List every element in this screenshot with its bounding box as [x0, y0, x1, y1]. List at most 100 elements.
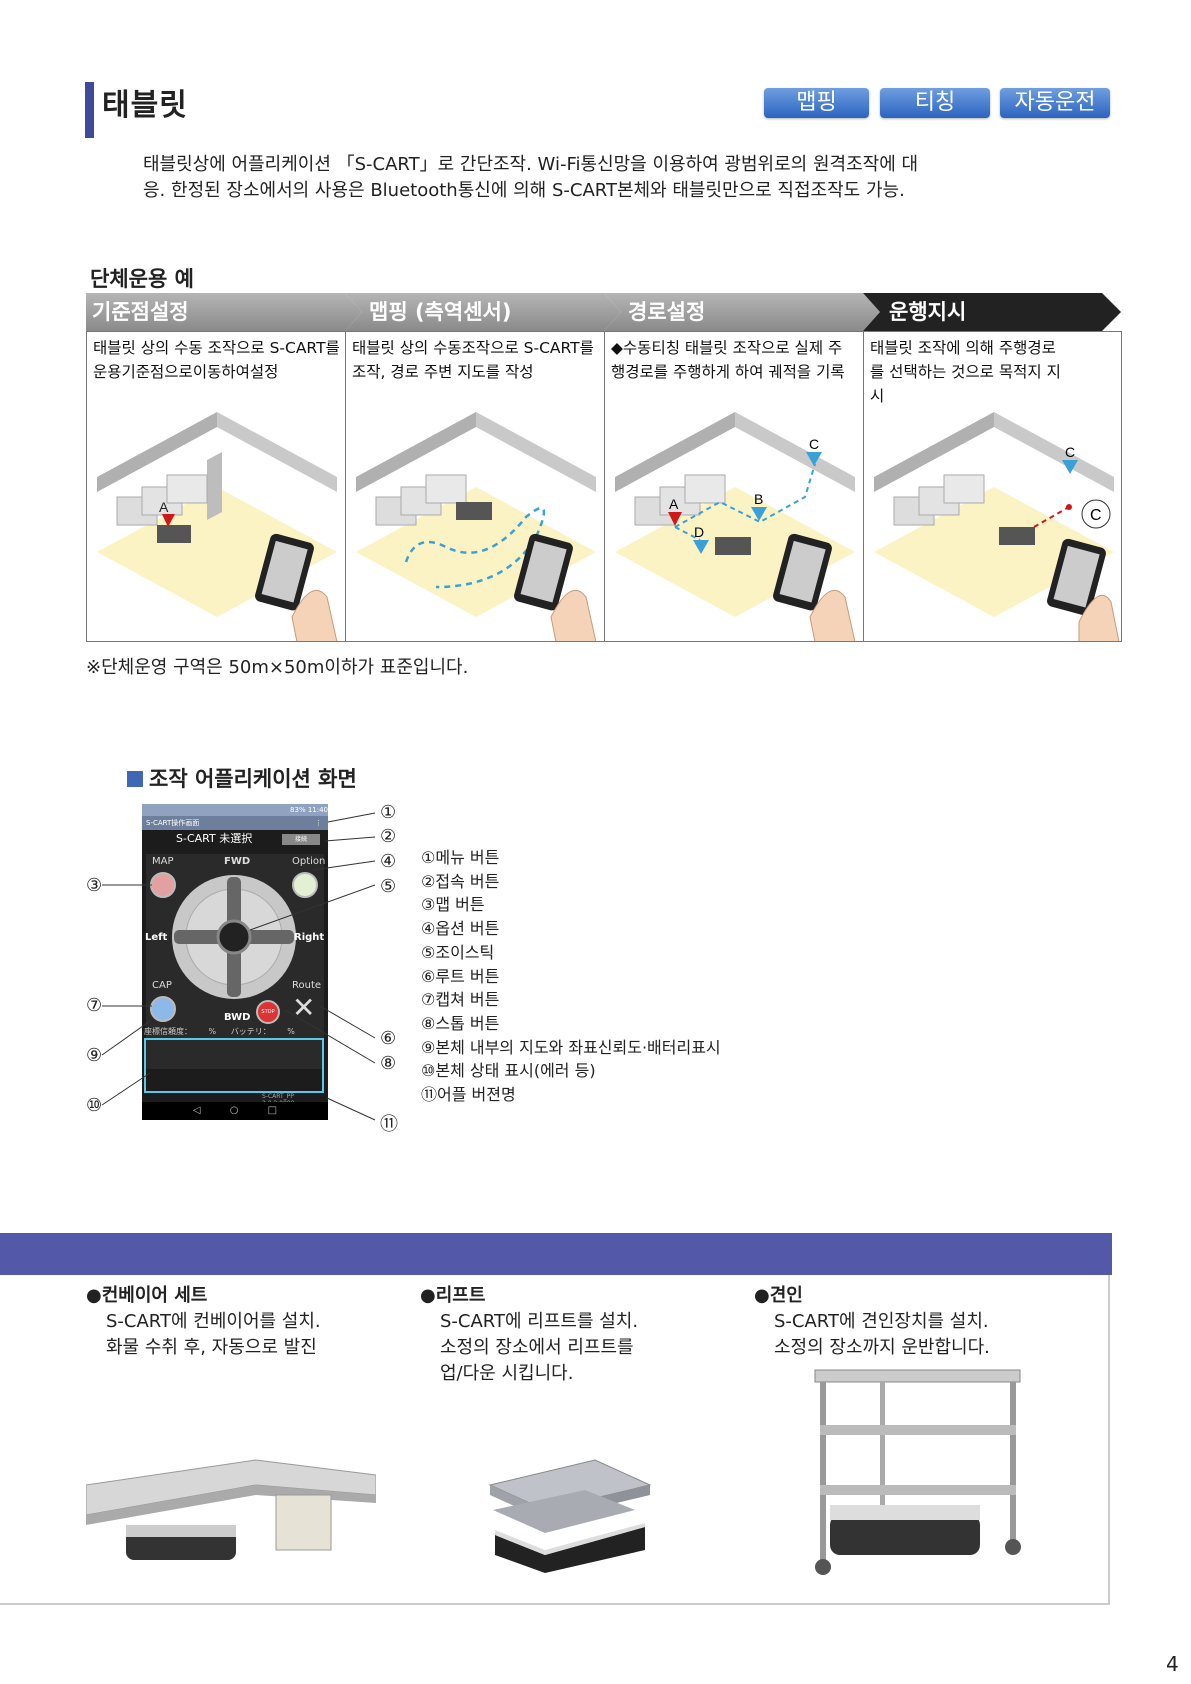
option-lift-line-2: 소정의 장소에서 리프트를: [440, 1337, 634, 1358]
step-label-3: 경로설정: [628, 300, 706, 324]
reliability-label: 座標信頼度：: [144, 1027, 192, 1036]
step-flow: 기준점설정 맵핑 (측역센서) 경로설정 운행지시: [86, 293, 1121, 331]
tag-mapping: 맵핑: [764, 88, 869, 118]
app-screenshot: 83% 11:40 S-CART操作画面⋮ S-CART 未選択 接続 MAP …: [142, 804, 328, 1120]
callout-6: ⑥: [380, 1028, 397, 1049]
callout-10: ⑩: [86, 1095, 103, 1116]
battery-pct: %: [287, 1027, 295, 1036]
legend-item: ①메뉴 버튼: [421, 848, 500, 867]
option-conveyor: ●컨베이어 세트 S-CART에 컨베이어를 설치. 화물 수취 후, 자동으로…: [86, 1283, 321, 1361]
option-conveyor-line-1: S-CART에 컨베이어를 설치.: [106, 1311, 321, 1332]
towing-cart-image: [814, 1369, 1021, 1575]
info-line: 座標信頼度： % バッテリ： %: [144, 1026, 326, 1037]
route-label-b: B: [754, 491, 763, 507]
step-desc-4: 태블릿 조작에 의해 주행경로 를 선택하는 것으로 목적지 지 시: [870, 336, 1117, 408]
step-desc-3: ◆수동티칭 태블릿 조작으로 실제 주 행경로를 주행하게 하여 궤적을 기록: [611, 336, 859, 384]
step-desc-2-line-2: 조작, 경로 주변 지도를 작성: [352, 363, 534, 381]
step-label-4: 운행지시: [889, 300, 967, 324]
recent-icon[interactable]: □: [267, 1105, 278, 1116]
step-arrow-1: [86, 293, 362, 331]
step-desc-3-line-1: ◆수동티칭 태블릿 조작으로 실제 주: [611, 339, 843, 357]
illustration-mapping: [356, 412, 597, 641]
callout-9: ⑨: [86, 1045, 103, 1066]
app-title: S-CART操作画面: [146, 819, 200, 827]
option-button[interactable]: [292, 872, 318, 898]
step-desc-1: 태블릿 상의 수동 조작으로 S-CART를 운용기준점으로이동하여설정: [93, 336, 341, 384]
cap-button[interactable]: [150, 996, 176, 1022]
intro-text: 태블릿상에 어플리케이션 「S-CART」로 간단조작. Wi-Fi통신망을 이…: [143, 152, 1003, 204]
step-panel-3: ◆수동티칭 태블릿 조작으로 실제 주 행경로를 주행하게 하여 궤적을 기록 …: [604, 331, 864, 642]
map-button[interactable]: [150, 872, 176, 898]
illustration-operation-command: C C: [874, 412, 1120, 641]
step-panel-4: 태블릿 조작에 의해 주행경로 를 선택하는 것으로 목적지 지 시 C C: [863, 331, 1122, 642]
left-label: Left: [145, 932, 168, 943]
status-display: [144, 1038, 324, 1093]
option-towing-line-1: S-CART에 견인장치를 설치.: [774, 1311, 989, 1332]
options-box: [0, 1275, 1110, 1605]
status-bar: 83% 11:40: [142, 804, 328, 816]
step-desc-4-line-2: 를 선택하는 것으로 목적지 지: [870, 363, 1061, 381]
step-panel-1: 태블릿 상의 수동 조작으로 S-CART를 운용기준점으로이동하여설정 A: [86, 331, 346, 642]
illustration-reference-point: A: [97, 412, 338, 641]
step-desc-2: 태블릿 상의 수동조작으로 S-CART를 조작, 경로 주변 지도를 작성: [352, 336, 600, 384]
option-lift-line-1: S-CART에 리프트를 설치.: [440, 1311, 639, 1332]
step-desc-1-line-2: 운용기준점으로이동하여설정: [93, 363, 279, 381]
legend-item: ⑩본체 상태 표시(에러 등): [421, 1061, 596, 1081]
section-square-icon: [127, 771, 143, 787]
marker-a-label: A: [159, 499, 169, 515]
app-heading-text: 조작 어플리케이션 화면: [149, 767, 357, 791]
lift-image: [488, 1459, 652, 1573]
marker-a: [162, 514, 175, 527]
battery-label: バッテリ：: [230, 1027, 271, 1036]
step-desc-1-line-1: 태블릿 상의 수동 조작으로 S-CART를: [93, 339, 340, 357]
operation-heading: 단체운용 예: [90, 267, 194, 291]
step-desc-4-line-1: 태블릿 조작에 의해 주행경로: [870, 339, 1056, 357]
cart-selection: S-CART 未選択: [176, 832, 253, 845]
joystick[interactable]: [169, 872, 299, 1002]
bwd-label: BWD: [224, 1012, 251, 1023]
cap-label: CAP: [152, 980, 172, 991]
legend-item: ⑥루트 버튼: [421, 966, 500, 986]
stop-button[interactable]: STOP: [256, 1000, 280, 1024]
option-towing: ●견인 S-CART에 견인장치를 설치. 소정의 장소까지 운반합니다.: [754, 1283, 990, 1361]
back-icon[interactable]: ◁: [192, 1105, 201, 1116]
legend-item: ③맵 버튼: [421, 895, 485, 915]
callout-2: ②: [380, 826, 397, 847]
callout-3: ③: [86, 875, 103, 896]
step-arrow-4: [863, 293, 1121, 331]
app-title-bar: S-CART操作画面 ⋮: [142, 816, 328, 830]
option-label: Option: [292, 856, 326, 867]
legend-item: ④옵션 버튼: [421, 919, 500, 939]
callout-5: ⑤: [380, 876, 397, 897]
step-label-1: 기준점설정: [92, 300, 189, 324]
illustration-route-setting: A B C D: [615, 412, 856, 641]
route-x-icon[interactable]: ✕: [292, 991, 316, 1024]
step-desc-2-line-1: 태블릿 상의 수동조작으로 S-CART를: [352, 339, 594, 357]
option-towing-title: ●견인: [754, 1285, 803, 1306]
legend-item: ⑦캡쳐 버튼: [421, 990, 500, 1010]
connect-button[interactable]: 接続: [282, 834, 320, 845]
operation-note: ※단체운영 구역은 50m×50m이하가 표준입니다.: [86, 657, 469, 678]
callout-1: ①: [380, 802, 397, 823]
options-band: [0, 1233, 1112, 1275]
reliability-pct: %: [208, 1027, 217, 1036]
menu-icon[interactable]: ⋮: [315, 819, 322, 827]
step-desc-3-line-2: 행경로를 주행하게 하여 궤적을 기록: [611, 363, 845, 381]
option-towing-line-2: 소정의 장소까지 운반합니다.: [774, 1337, 990, 1358]
app-legend: ①메뉴 버튼 ②접속 버튼 ③맵 버튼 ④옵션 버튼 ⑤조이스틱 ⑥루트 버튼 …: [421, 846, 721, 1107]
title-accent-bar: [85, 82, 94, 138]
callout-11: ⑪: [380, 1114, 398, 1135]
conveyor-image: [86, 1459, 376, 1560]
step-label-2: 맵핑 (측역센서): [369, 300, 512, 324]
step-arrows: [86, 293, 1121, 331]
right-label: Right: [294, 932, 325, 943]
callout-7: ⑦: [86, 995, 103, 1016]
option-lift: ●리프트 S-CART에 리프트를 설치. 소정의 장소에서 리프트를 업/다운…: [420, 1283, 638, 1387]
app-heading: 조작 어플리케이션 화면: [127, 763, 357, 793]
legend-item: ⑤조이스틱: [421, 942, 495, 962]
android-nav-bar: ◁ ○ □: [142, 1102, 328, 1120]
step-arrow-3: [604, 293, 880, 331]
route-label-d: D: [694, 524, 704, 540]
home-icon[interactable]: ○: [229, 1105, 239, 1116]
option-conveyor-title: ●컨베이어 세트: [86, 1285, 208, 1306]
